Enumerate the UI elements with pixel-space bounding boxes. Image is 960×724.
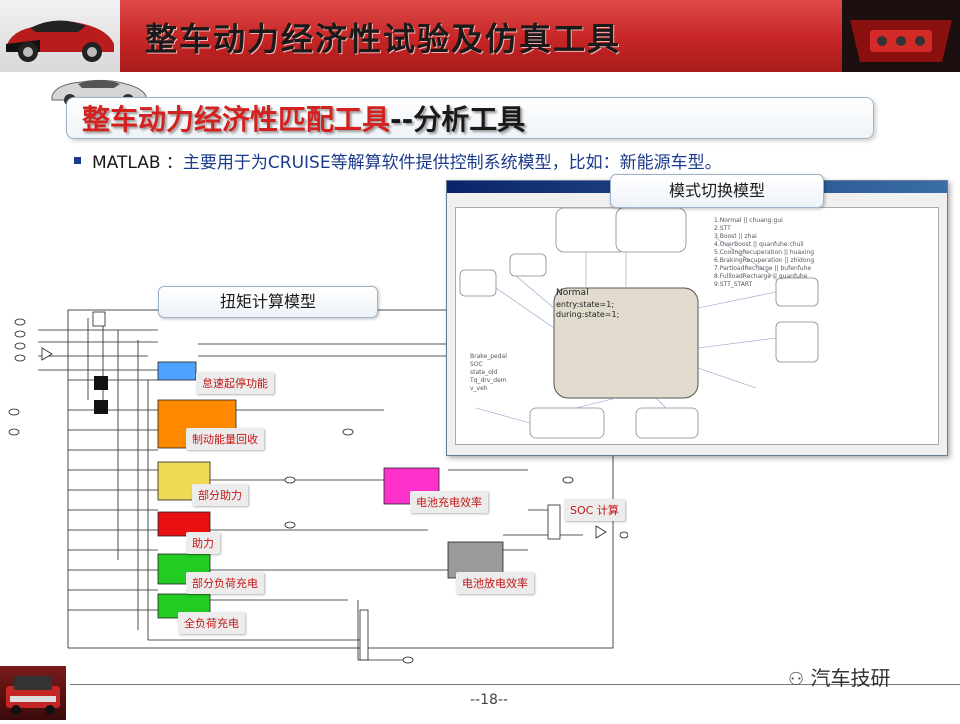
bullet-square-icon <box>74 157 81 164</box>
header-car-image-left <box>0 0 120 72</box>
subtitle-dark-text: --分析工具 <box>390 103 526 136</box>
truck-icon <box>6 676 60 715</box>
svg-text:SOC: SOC <box>470 361 483 368</box>
engine-icon <box>842 0 960 72</box>
svg-text:Tq_drv_dem: Tq_drv_dem <box>469 377 507 384</box>
callout-torque-model: 扭矩计算模型 <box>158 286 378 318</box>
stateflow-central-state-name: Normal <box>556 288 589 298</box>
bullet-text: MATLAB ：主要用于为CRUISE等解算软件提供控制系统模型，比如：新能源车… <box>92 148 722 173</box>
svg-text:4.OverBoost || quanfuhe:chuli: 4.OverBoost || quanfuhe:chuli <box>714 241 804 248</box>
svg-text:state_old: state_old <box>470 369 498 376</box>
label-assist: 助力 <box>186 532 220 554</box>
svg-text:1.Normal || chuang:gui: 1.Normal || chuang:gui <box>714 217 783 224</box>
svg-text:2.STT: 2.STT <box>714 225 731 232</box>
label-soc-calc: SOC 计算 <box>564 499 625 521</box>
stateflow-central-during: during:state=1; <box>556 310 620 319</box>
watermark: ⚇ 汽车技研 <box>788 662 891 691</box>
svg-text:7.PartloadRecharge || bufenfuh: 7.PartloadRecharge || bufenfuhe <box>714 265 811 272</box>
subtitle-box <box>66 97 874 139</box>
subtitle-red-text: 整车动力经济性匹配工具 <box>82 103 391 136</box>
svg-text:5.CoolingRecuperation || huaxi: 5.CoolingRecuperation || huaxing <box>714 249 814 256</box>
stateflow-window: 1.Normal || chuang:gui 2.STT 3.Boost || … <box>446 180 948 456</box>
stateflow-chart: 1.Normal || chuang:gui 2.STT 3.Boost || … <box>459 207 819 439</box>
label-partial-assist: 部分助力 <box>192 484 248 506</box>
label-full-load-charge: 全负荷充电 <box>178 612 245 634</box>
label-partial-load-charge: 部分负荷充电 <box>186 572 264 594</box>
label-battery-discharge-efficiency: 电池放电效率 <box>456 572 534 594</box>
page-number: --18-- <box>470 692 509 708</box>
svg-text:9.STT_START: 9.STT_START <box>714 281 753 288</box>
bullet-body: 主要用于为CRUISE等解算软件提供控制系统模型，比如：新能源车型。 <box>182 153 722 173</box>
section-subtitle: 整车动力经济性匹配工具--分析工具 <box>82 98 525 138</box>
sports-car-icon <box>6 20 114 62</box>
stateflow-canvas: 1.Normal || chuang:gui 2.STT 3.Boost || … <box>455 207 939 445</box>
header-band <box>0 0 960 72</box>
svg-text:Brake_pedal: Brake_pedal <box>470 353 507 360</box>
label-battery-charge-efficiency: 电池充电效率 <box>410 491 488 513</box>
label-idle-stop-start: 怠速起停功能 <box>196 372 274 394</box>
header-engine-image-right <box>842 0 960 72</box>
watermark-text: 汽车技研 <box>810 666 891 690</box>
footer-car-image <box>0 666 66 720</box>
label-brake-regen: 制动能量回收 <box>186 428 264 450</box>
callout-mode-switch-model: 模式切换模型 <box>610 174 824 208</box>
stateflow-central-entry: entry:state=1; <box>556 300 615 309</box>
svg-text:3.Boost || zhai: 3.Boost || zhai <box>714 233 757 240</box>
page-title: 整车动力经济性试验及仿真工具 <box>145 20 622 58</box>
svg-text:6.BrakingRecuperation || zhido: 6.BrakingRecuperation || zhidong <box>714 257 814 264</box>
wechat-icon: ⚇ <box>788 669 805 690</box>
bullet-lead: MATLAB ： <box>92 153 183 173</box>
svg-text:v_veh: v_veh <box>470 385 488 392</box>
svg-text:8.FullloadRecharge || quanfuhe: 8.FullloadRecharge || quanfuhe <box>714 273 808 280</box>
footer-divider <box>70 684 960 685</box>
